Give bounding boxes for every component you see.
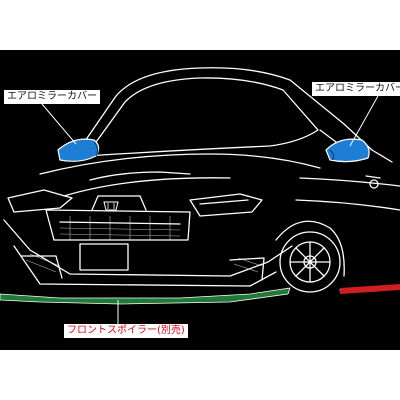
- car-line-drawing-icon: [0, 67, 400, 326]
- emblem-icon: [103, 201, 119, 211]
- mirror-cover-left-label: エアロミラーカバー: [4, 90, 100, 104]
- mirror-cover-right-label: エアロミラーカバー: [312, 82, 400, 96]
- front-spoiler-label: フロントスポイラー(別売): [64, 324, 188, 338]
- leader-line-right-mirror: [349, 95, 379, 147]
- mirror-cover-left: [57, 138, 100, 162]
- mirror-cover-right: [325, 138, 370, 163]
- front-spoiler-part: [0, 287, 291, 305]
- side-sill-accent: [340, 284, 400, 294]
- leader-line-left-mirror: [41, 103, 77, 145]
- car-diagram-panel: エアロミラーカバー エアロミラーカバー フロントスポイラー(別売): [0, 50, 400, 350]
